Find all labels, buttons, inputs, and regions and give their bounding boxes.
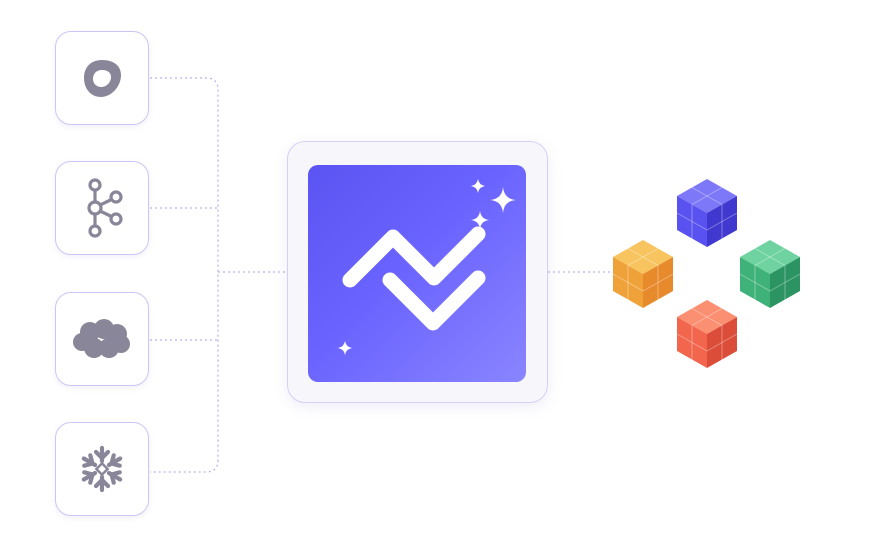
salesforce-cloud-icon [73,319,130,358]
destination-cubes [612,178,801,369]
snowflake-logo-icon [77,445,127,494]
cube-blue [676,178,738,248]
source-card-salesforce[interactable] [55,292,149,386]
outreach-logo-icon [84,60,121,97]
cube-red [676,299,738,369]
hub-logo-tile [308,165,526,382]
cube-green [739,239,801,309]
sparkle-icon [490,187,516,213]
connector-outreach [150,77,219,473]
sparkle-icon [471,179,485,193]
source-card-snowflake[interactable] [55,422,149,516]
cube-orange [612,239,674,309]
wave-logo-icon [338,179,516,355]
sparkle-icon [338,341,352,355]
source-card-kafka[interactable] [55,161,149,255]
kafka-logo-icon [87,178,123,238]
sparkle-icon [471,211,489,229]
source-card-outreach[interactable] [55,31,149,125]
hub-card[interactable] [287,141,548,403]
